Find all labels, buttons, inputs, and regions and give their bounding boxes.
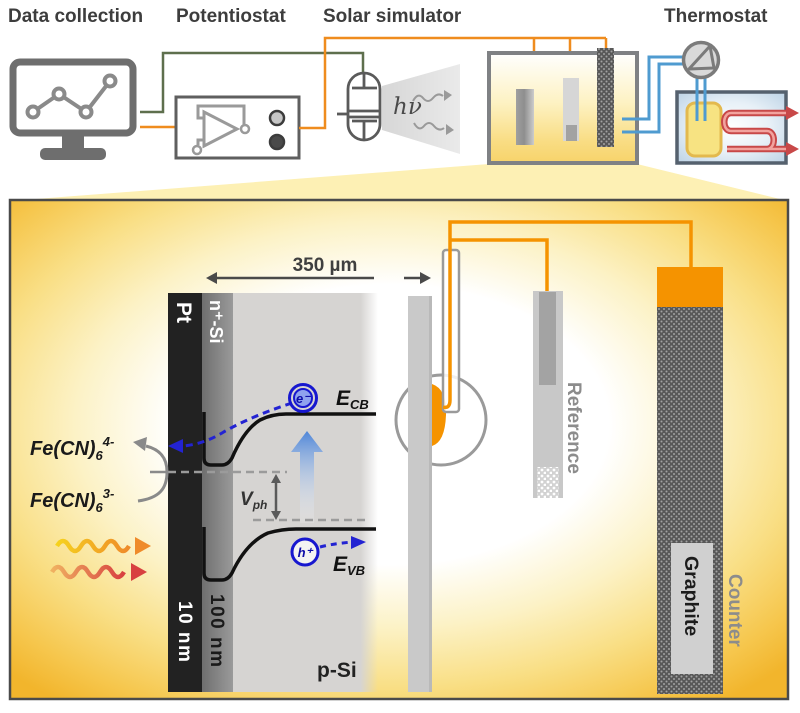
panel-wires-orange [442, 220, 693, 410]
light-wave-red [50, 564, 126, 580]
potentiostat-icon [174, 95, 301, 160]
counter-electrode-icon [597, 48, 614, 147]
pump-icon [681, 40, 721, 80]
hole-arrowhead-icon [351, 536, 366, 549]
electron-path-dashed [183, 401, 293, 448]
heating-coil-icon [721, 106, 799, 156]
dimension-label: 350 µm [293, 255, 358, 276]
wire-green [140, 51, 365, 114]
photon-wave-icons [412, 90, 454, 135]
pt-layer [168, 293, 202, 692]
evb-label: EVB [333, 553, 365, 578]
photovoltage-arrow [291, 431, 323, 523]
hole-path-dashed [319, 540, 353, 549]
vph-label: Vph [240, 489, 267, 512]
thermostat-icon [675, 40, 799, 165]
n-si-layer [202, 293, 233, 692]
counter-label-plate [671, 543, 713, 674]
vph-indicator: Vph [240, 474, 281, 520]
arrow-right-icon [420, 272, 431, 284]
photon-label: hν [393, 94, 422, 120]
energy-levels [150, 470, 366, 522]
wafer-edge [429, 296, 432, 692]
light-beam [382, 64, 460, 154]
silicon-wafer [408, 296, 432, 692]
indicator-dark [268, 133, 286, 151]
valence-band-curve [202, 527, 376, 582]
label-thermostat: Thermostat [664, 6, 768, 27]
electron-icon: e⁻ [288, 383, 318, 413]
label-solar-simulator: Solar simulator [323, 6, 462, 27]
n-si-label: n⁺-Si [206, 300, 226, 344]
monitor-icon [9, 58, 137, 160]
zoom-cone [10, 164, 788, 201]
electron-label: e⁻ [296, 391, 312, 406]
cell-icon [487, 48, 639, 165]
label-data-collection: Data collection [8, 6, 143, 27]
ferrocyanide-label: Fe(CN)64- [30, 434, 114, 463]
reference-label: Reference [563, 382, 584, 474]
chart-line-icon [31, 79, 112, 115]
counter-label: Counter [724, 574, 745, 647]
conduction-band-curve [202, 412, 376, 467]
counter-electrode: Graphite Counter [657, 267, 745, 694]
light-wave-yellow [55, 538, 131, 554]
coolant-tubes [622, 55, 684, 134]
graphite-label: Graphite [680, 556, 702, 636]
indicator-light [268, 109, 286, 127]
pt-label: Pt [172, 302, 195, 323]
hole-icon: h⁺ [290, 537, 320, 567]
redox-arrowhead-icon [133, 437, 147, 451]
layer-stack: Pt n⁺-Si 10 nm 100 nm p-Si [168, 293, 378, 692]
opamp-icon [191, 104, 251, 156]
working-electrode-icon [516, 89, 534, 145]
light-arrows [50, 537, 151, 581]
counter-cap [657, 267, 723, 307]
n-si-thickness-label: 100 nm [206, 594, 227, 668]
chart-points-icon [25, 73, 118, 120]
ferricyanide-label: Fe(CN)63- [30, 486, 114, 515]
dimension-350um: 350 µm [206, 255, 431, 284]
p-si-label: p-Si [317, 659, 357, 682]
redox-reaction-arrow [137, 444, 169, 503]
reference-electrode: Reference [533, 291, 584, 498]
arrow-left-icon [206, 272, 217, 284]
pt-thickness-label: 10 nm [174, 601, 195, 663]
ecb-label: ECB [336, 387, 369, 412]
frit [537, 467, 559, 498]
electron-arrowhead-icon [168, 439, 183, 453]
band-curves [202, 412, 376, 582]
hole-label: h⁺ [298, 545, 315, 560]
label-potentiostat: Potentiostat [176, 6, 286, 27]
lamp-icon [337, 71, 382, 142]
pump-outlet-tubes [695, 77, 707, 121]
